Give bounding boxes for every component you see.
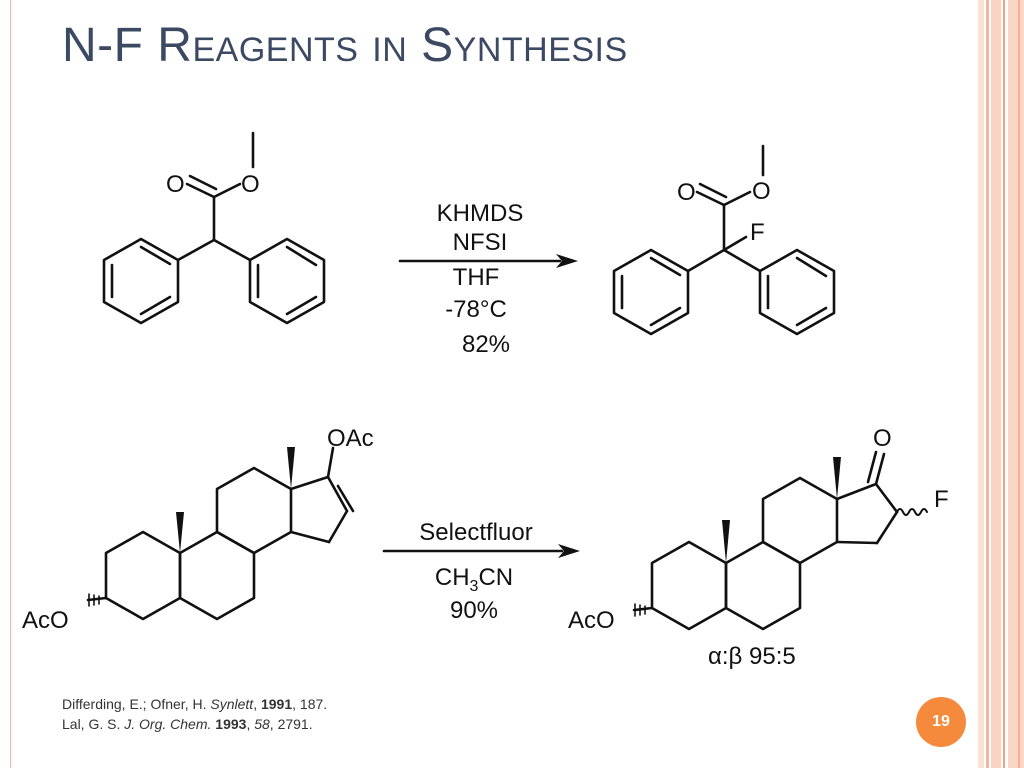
reference-2: Lal, G. S. J. Org. Chem. 1993, 58, 2791. — [62, 716, 313, 732]
decorative-stripe — [1003, 0, 1005, 768]
wavy-bond — [896, 508, 928, 516]
slide-title: N-F Reagents in Synthesis — [62, 19, 628, 72]
decorative-stripe — [986, 0, 989, 768]
product-fluorodiphenylacetate-structure — [612, 144, 836, 336]
atom-label: O — [752, 178, 771, 205]
hashed-bond — [88, 593, 100, 607]
reagent-label: Selectfluor — [419, 519, 532, 546]
yield-label: 90% — [450, 597, 498, 624]
condition-line: NFSI — [453, 229, 508, 256]
reaction-arrow-2 — [382, 544, 580, 558]
reference-1: Differding, E.; Ofner, H. Synlett, 1991,… — [62, 696, 328, 712]
condition-line: KHMDS — [437, 200, 524, 227]
atom-label: O — [873, 425, 892, 452]
atom-label: O — [241, 171, 260, 198]
left-border-line — [10, 0, 11, 768]
reaction-arrow-1 — [398, 254, 578, 268]
methyl-wedge — [287, 447, 295, 489]
reactant-diphenylacetate-structure — [102, 131, 326, 325]
atom-label: OAc — [327, 425, 374, 452]
decorative-stripe — [978, 0, 984, 768]
selectivity-label: α:β 95:5 — [708, 643, 796, 670]
hashed-bond — [634, 603, 646, 617]
condition-line: -78°C — [445, 296, 507, 323]
decorative-stripe — [991, 0, 1001, 768]
atom-label: O — [677, 179, 696, 206]
solvent-label: CH3CN — [435, 564, 513, 595]
reactant-steroid-enol-acetate-structure — [86, 446, 355, 621]
atom-label: F — [934, 486, 949, 513]
page-number-badge: 19 — [916, 697, 966, 747]
atom-label: O — [166, 171, 185, 198]
decorative-stripe — [1008, 0, 1024, 768]
product-fluoro-ketone-steroid-structure — [632, 450, 899, 631]
methyl-wedge — [176, 512, 184, 553]
condition-line: THF — [453, 264, 500, 291]
methyl-wedge — [722, 520, 730, 563]
decorative-stripe — [1018, 0, 1020, 768]
atom-label: AcO — [22, 607, 69, 634]
atom-label: F — [750, 219, 765, 246]
condition-line: 82% — [462, 331, 510, 358]
atom-label: AcO — [568, 607, 615, 634]
methyl-wedge — [833, 457, 841, 499]
